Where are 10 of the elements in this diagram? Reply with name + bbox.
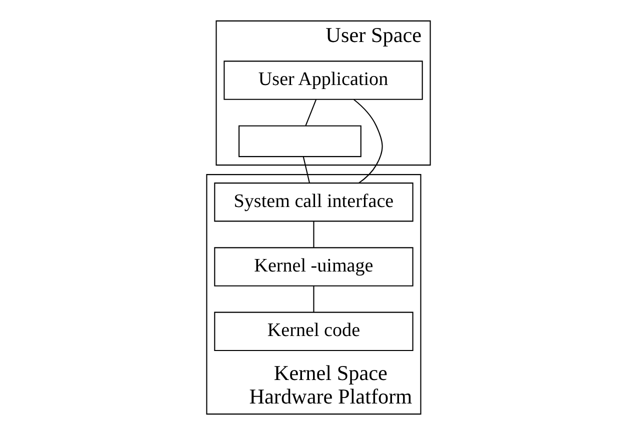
connector (304, 99, 316, 126)
node-box: System call interface (214, 182, 413, 222)
connector (312, 221, 314, 248)
node-box: User Application (223, 60, 422, 100)
node-box (238, 125, 361, 158)
connector (302, 156, 310, 184)
node-box: Kernel code (214, 312, 413, 351)
connector (352, 99, 382, 184)
connector (312, 286, 314, 312)
node-box: Kernel -uimage (214, 247, 413, 286)
